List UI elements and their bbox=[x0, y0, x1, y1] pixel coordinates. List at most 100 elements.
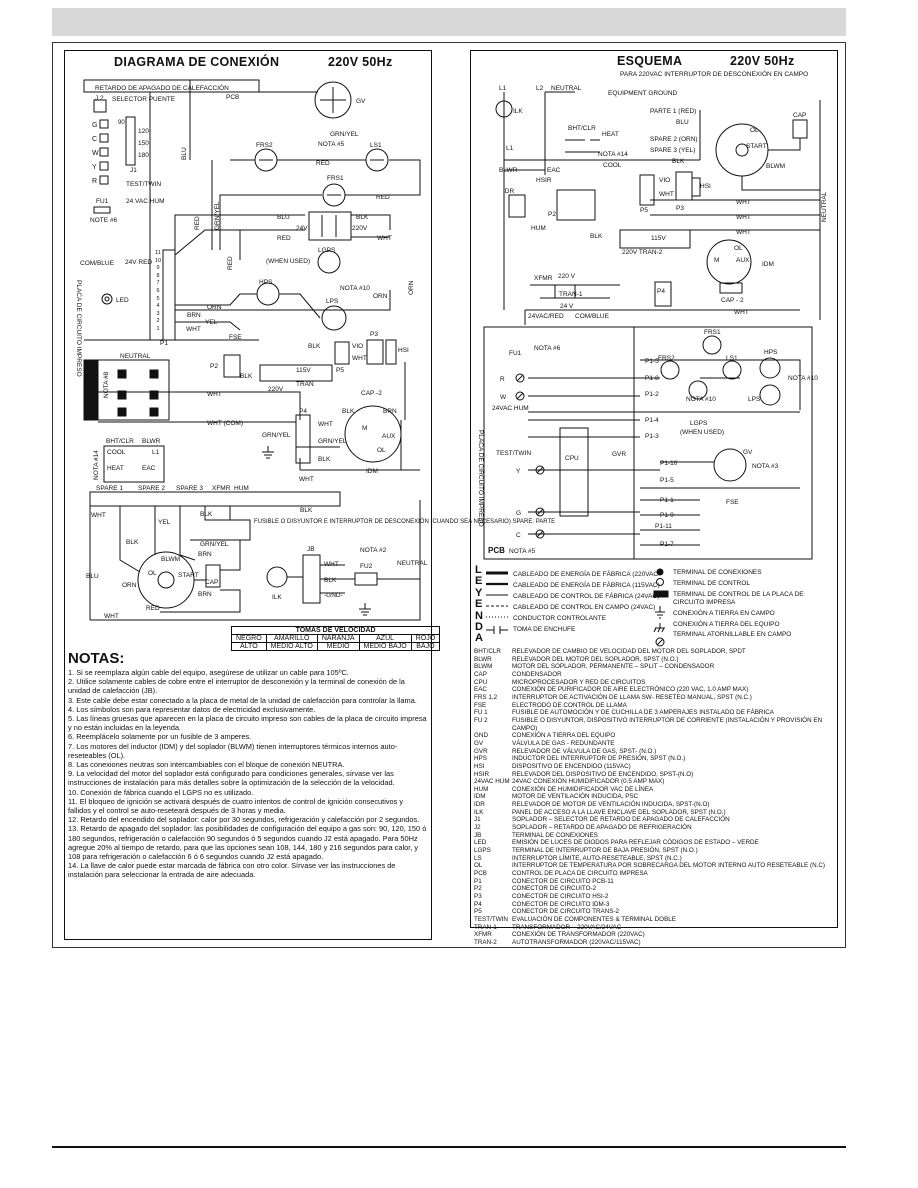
label-grnyel: GRN/YEL bbox=[330, 131, 359, 138]
abbreviation-key: GVR bbox=[474, 747, 488, 755]
abbreviation-key: HPS bbox=[474, 755, 487, 763]
connection-diagram-title: DIAGRAMA DE CONEXIÓN bbox=[114, 55, 280, 69]
sch-label-p19: P1-9 bbox=[660, 512, 674, 519]
connection-diagram-panel bbox=[64, 50, 432, 940]
label-red-vertical-b: RED bbox=[227, 256, 234, 270]
abbreviation-value: MOTOR DEL SOPLADOR, PERMANENTE – SPLIT –… bbox=[512, 663, 715, 671]
sch-label-cpu: CPU bbox=[565, 455, 579, 462]
label-placa-vertical: PLACA DE CIRCUITO IMPRESO bbox=[75, 280, 82, 377]
legend-item: CONEXIÓN A TIERRA EN CAMPO bbox=[673, 610, 775, 617]
label-brn-c: BRN bbox=[198, 551, 212, 558]
sch-label-fu1: FU1 bbox=[509, 350, 522, 357]
sch-label-wht-b: WHT bbox=[736, 199, 751, 206]
label-jb: JB bbox=[307, 546, 315, 553]
label-blk-b: BLK bbox=[308, 343, 321, 350]
abbreviation-key: TRAN-1 bbox=[474, 923, 497, 931]
sch-label-tran2: 220V TRAN-2 bbox=[622, 249, 663, 256]
legend-letter: N bbox=[475, 609, 483, 622]
sch-label-xfmr: XFMR bbox=[534, 275, 553, 282]
label-blk-h: BLK bbox=[126, 539, 139, 546]
abbreviation-value: CONECTOR DE CIRCUITO-2 bbox=[512, 885, 597, 893]
abbreviation-key: GV bbox=[474, 739, 484, 747]
label-neutral-b: NEUTRAL bbox=[397, 560, 428, 567]
sch-label-aux: AUX bbox=[736, 257, 750, 264]
label-24v: 24V bbox=[296, 225, 308, 232]
label-nota14-vertical: NOTA #14 bbox=[93, 450, 100, 480]
label-blu-vertical: BLU bbox=[181, 147, 188, 160]
label-p5: P5 bbox=[336, 367, 344, 374]
label-hps: HPS bbox=[259, 279, 273, 286]
label-fu2: FU2 bbox=[360, 563, 373, 570]
label-orn-a: ORN bbox=[373, 293, 388, 300]
abbreviation-key: CPU bbox=[474, 678, 488, 686]
abbreviation-key: P3 bbox=[474, 893, 482, 900]
sch-label-nota5: NOTA #5 bbox=[509, 548, 536, 555]
abbreviation-value: CONTROL DE PLACA DE CIRCUITO IMPRESA bbox=[512, 870, 648, 878]
abbreviation-key: BLWR bbox=[474, 655, 492, 663]
label-blk-g: BLK bbox=[200, 511, 213, 518]
sch-label-wht-c: WHT bbox=[736, 214, 751, 221]
sch-label-nota3: NOTA #3 bbox=[752, 463, 779, 470]
label-wht: WHT bbox=[377, 235, 392, 242]
label-wht-g: WHT bbox=[104, 613, 119, 620]
abbreviation-key: JB bbox=[474, 831, 482, 839]
label-lgps: LGPS bbox=[318, 247, 336, 254]
note-item: 13. Retardo de apagado del soplador: las… bbox=[68, 824, 427, 862]
notes-title: NOTAS: bbox=[68, 650, 125, 667]
sch-label-p4: P4 bbox=[657, 288, 665, 295]
sch-label-p14: P1-4 bbox=[645, 417, 659, 424]
sch-label-tran1: TRAN-1 bbox=[559, 291, 583, 298]
schematic-voltage: 220V 50Hz bbox=[730, 54, 795, 68]
note-item: 8. Las conexiones neutras son intercambi… bbox=[68, 760, 345, 770]
legend-item: CABLEADO DE ENERGÍA DE FÁBRICA (220VAC bbox=[513, 571, 659, 578]
abbreviation-value: RELEVADOR DE MOTOR DE VENTILACIÓN INDUCI… bbox=[512, 801, 710, 809]
abbreviation-key: FU 1 bbox=[474, 709, 488, 717]
abbreviation-value: TERMINAL DE CONEXIONES bbox=[512, 831, 598, 839]
schematic-idm-motor bbox=[706, 239, 752, 285]
sch-label-y: Y bbox=[516, 468, 521, 475]
sch-label-comblue: COM/BLUE bbox=[575, 313, 610, 320]
label-ilk: ILK bbox=[272, 594, 282, 601]
label-wht-d: WHT bbox=[207, 391, 222, 398]
abbreviation-key: HUM bbox=[474, 785, 489, 793]
sch-label-p11: P1-1 bbox=[660, 497, 674, 504]
sch-label-p17: P1-7 bbox=[660, 541, 674, 548]
footer-rule bbox=[52, 1146, 846, 1148]
sch-label-start: START bbox=[746, 143, 767, 150]
label-nota8-vertical: NOTA #8 bbox=[103, 371, 110, 398]
label-orn-c: ORN bbox=[122, 582, 137, 589]
label-idm: IDM bbox=[366, 468, 378, 475]
label-m: M bbox=[362, 425, 367, 432]
label-j2: J 2 bbox=[95, 95, 104, 102]
legend-letter: E bbox=[475, 598, 483, 611]
sch-label-nota6: NOTA #6 bbox=[534, 345, 561, 352]
sch-label-wht-e: WHT bbox=[734, 309, 749, 316]
label-eac: EAC bbox=[142, 465, 156, 472]
legend-item: TERMINAL DE CONTROL DE LA PLACA DE CIRCU… bbox=[673, 591, 804, 606]
speed-tap-table: TOMAS DE VELOCIDAD NEGRO AMARILLO NARANJ… bbox=[230, 626, 441, 651]
note-item: 9. La velocidad del motor del soplador e… bbox=[68, 769, 395, 788]
legend-letter: L bbox=[475, 564, 482, 576]
abbreviation-key: LED bbox=[474, 839, 487, 847]
sch-label-neutral: NEUTRAL bbox=[551, 85, 582, 92]
abbreviation-key: OL bbox=[474, 862, 483, 870]
abbreviation-value: CONECTOR DE CIRCUITO HSI-2 bbox=[512, 893, 609, 900]
sch-label-m: M bbox=[714, 257, 719, 264]
legend-letters: L E Y E N D A bbox=[475, 564, 483, 645]
legend-item: CABLEADO DE ENERGÍA DE FÁBRICA (115VAC) bbox=[513, 582, 660, 589]
sch-label-bhtclr: BHT/CLR bbox=[568, 125, 596, 132]
label-grnyel-b: GRN/YEL bbox=[318, 438, 347, 445]
sch-label-spare2: SPARE 2 (ORN) bbox=[650, 136, 698, 143]
label-ol-b: OL bbox=[148, 570, 157, 577]
label-spare1: SPARE 1 bbox=[96, 485, 123, 492]
